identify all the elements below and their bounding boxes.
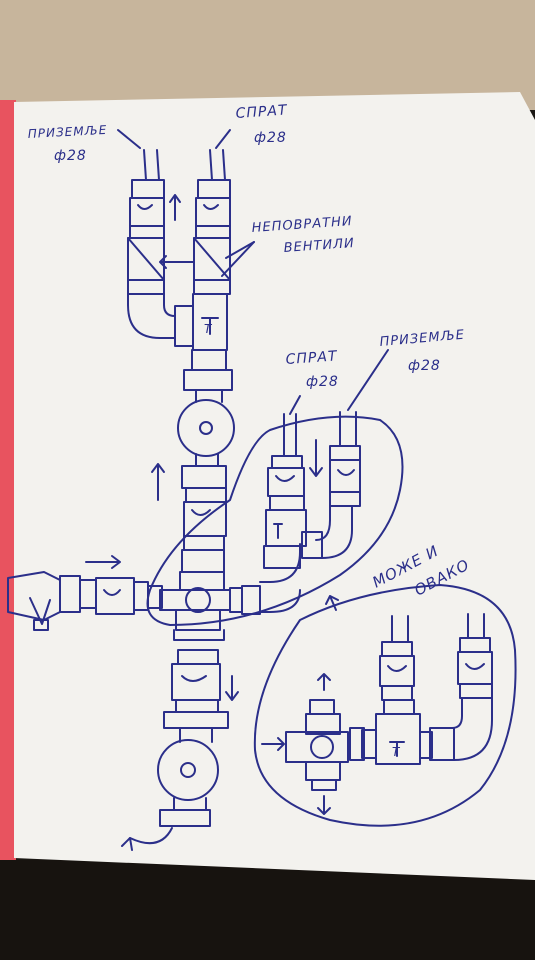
- label-floor-mid-diameter: ф28: [306, 374, 339, 390]
- loop-outline-middle: [146, 415, 404, 626]
- label-check-valves-1: НЕПОВРАТНИ: [251, 214, 353, 236]
- bottom-branch: [157, 649, 229, 827]
- tee-mark-top: T: [204, 322, 213, 336]
- label-ground-top-diameter: ф28: [54, 148, 87, 164]
- desk-bottom: [0, 860, 535, 960]
- mid-right-riser: [301, 411, 361, 559]
- central-cross: [159, 571, 231, 641]
- loop-outline-alt: [253, 584, 517, 827]
- label-floor-mid: СПРАТ: [285, 348, 338, 368]
- top-tee: [174, 293, 228, 351]
- label-floor-top: СПРАТ: [235, 102, 288, 122]
- flow-arrows: [85, 129, 389, 851]
- label-ground-mid: ПРИЗЕМЉЕ: [379, 328, 466, 350]
- pipe-diagram: [7, 129, 517, 851]
- notebook-margin: [0, 100, 16, 860]
- right-riser: [193, 149, 231, 295]
- paper-page: [14, 92, 535, 880]
- top-pump: [177, 399, 235, 457]
- mid-left-riser: [263, 413, 307, 569]
- alt-manifold: [285, 613, 493, 791]
- label-check-valves-2: ВЕНТИЛИ: [283, 236, 355, 256]
- label-floor-top-diameter: ф28: [254, 130, 287, 146]
- tee-mark-alt: T: [392, 745, 401, 759]
- label-ground-top: ПРИЗЕМЉЕ: [27, 123, 107, 141]
- inlet-line: [7, 571, 163, 631]
- label-ground-mid-diameter: ф28: [408, 358, 441, 374]
- desk-top: [0, 0, 535, 110]
